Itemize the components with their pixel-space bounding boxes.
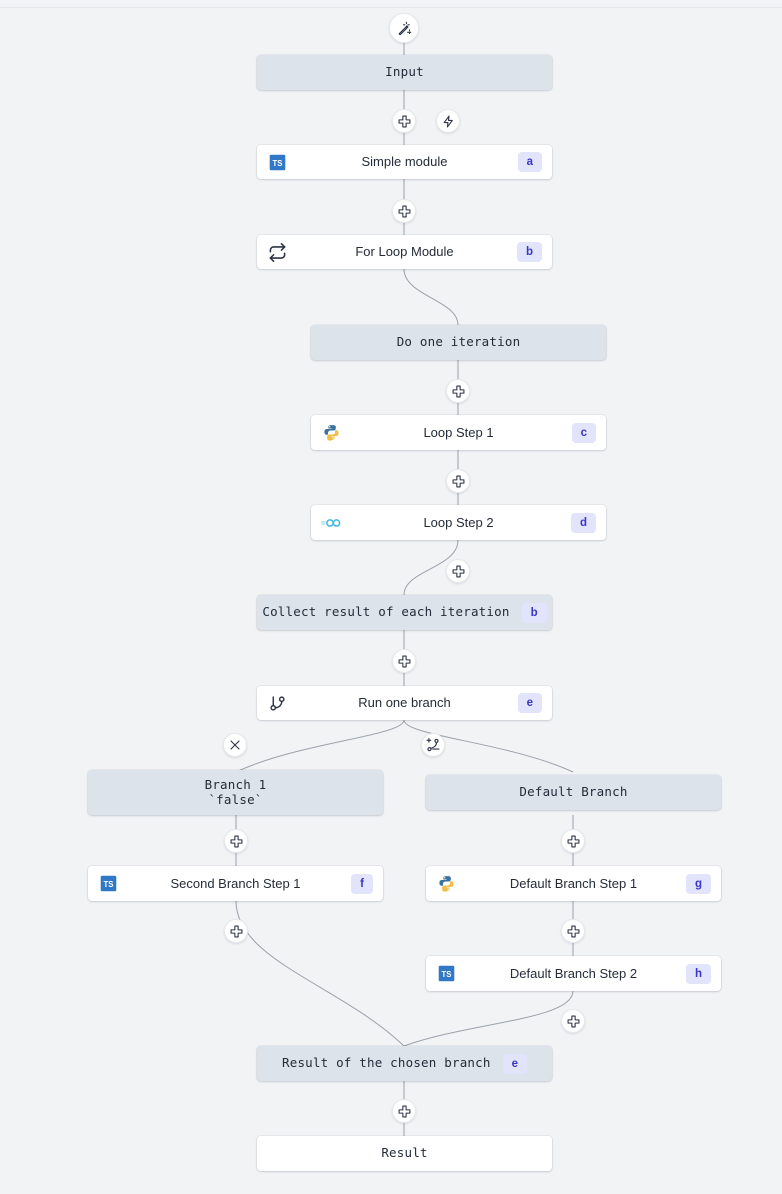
git-branch-icon — [267, 693, 287, 713]
node-collect-result[interactable]: Collect result of each iteration b — [257, 595, 552, 630]
add-step-button[interactable] — [446, 559, 470, 583]
node-run-one-branch[interactable]: Run one branch e — [257, 686, 552, 720]
plus-icon — [398, 205, 410, 217]
go-icon — [321, 513, 341, 533]
add-step-button[interactable] — [392, 649, 416, 673]
magic-wand-icon — [398, 21, 411, 35]
node-badge: e — [502, 1053, 527, 1074]
typescript-icon: TS — [436, 964, 456, 984]
git-branch-plus-icon — [426, 738, 440, 752]
node-loop-step-2[interactable]: Loop Step 2 d — [311, 505, 606, 540]
node-label: Default Branch — [519, 784, 628, 800]
node-loop-step-1[interactable]: Loop Step 1 c — [311, 415, 606, 450]
plus-icon — [452, 385, 464, 397]
node-for-loop-module[interactable]: For Loop Module b — [257, 235, 552, 269]
node-result[interactable]: Result — [257, 1136, 552, 1171]
add-step-button[interactable] — [561, 919, 585, 943]
typescript-icon: TS — [98, 874, 118, 894]
node-label: Input — [385, 64, 424, 80]
add-step-button[interactable] — [561, 1009, 585, 1033]
node-label: Do one iteration — [396, 334, 521, 350]
add-step-button[interactable] — [224, 829, 248, 853]
plus-icon — [230, 835, 242, 847]
node-simple-module[interactable]: TS Simple module a — [257, 145, 552, 179]
magic-wand-button[interactable] — [389, 13, 419, 43]
python-icon — [321, 423, 341, 443]
node-badge: d — [570, 512, 596, 533]
plus-icon — [567, 835, 579, 847]
node-badge: h — [685, 963, 711, 984]
repeat-icon — [267, 242, 287, 262]
node-label: Loop Step 2 — [423, 514, 494, 530]
add-step-button[interactable] — [392, 109, 416, 133]
node-label: Result of the chosen branch — [282, 1055, 491, 1071]
add-step-button[interactable] — [561, 829, 585, 853]
plus-icon — [398, 115, 410, 127]
node-label: Second Branch Step 1 — [170, 875, 301, 891]
node-second-branch-step-1[interactable]: TS Second Branch Step 1 f — [88, 866, 383, 901]
plus-icon — [567, 925, 579, 937]
node-do-one-iteration[interactable]: Do one iteration — [311, 325, 606, 360]
add-step-button[interactable] — [224, 919, 248, 943]
node-badge: b — [516, 242, 542, 262]
node-badge: a — [517, 152, 542, 172]
node-default-branch-step-2[interactable]: TS Default Branch Step 2 h — [426, 956, 721, 991]
add-step-button[interactable] — [392, 1099, 416, 1123]
delete-branch-button[interactable] — [223, 733, 247, 757]
plus-icon — [452, 475, 464, 487]
svg-text:TS: TS — [441, 970, 451, 979]
node-label: Simple module — [361, 154, 448, 170]
node-badge: b — [521, 602, 547, 623]
add-branch-button[interactable] — [421, 733, 445, 757]
node-label: Default Branch Step 1 — [509, 875, 638, 891]
lightning-icon — [443, 115, 453, 127]
plus-icon — [398, 1105, 410, 1117]
plus-icon — [452, 565, 464, 577]
node-label: For Loop Module — [355, 244, 454, 260]
node-label: Default Branch Step 2 — [509, 965, 638, 981]
svg-text:TS: TS — [103, 880, 113, 889]
typescript-icon: TS — [267, 152, 287, 172]
svg-text:TS: TS — [272, 159, 282, 168]
plus-icon — [567, 1015, 579, 1027]
python-icon — [436, 874, 456, 894]
node-label: Collect result of each iteration — [262, 604, 510, 620]
node-input[interactable]: Input — [257, 55, 552, 90]
node-label: Branch 1 `false` — [204, 776, 267, 807]
node-result-of-chosen-branch[interactable]: Result of the chosen branch e — [257, 1046, 552, 1081]
add-step-button[interactable] — [392, 199, 416, 223]
close-icon — [230, 740, 240, 750]
node-badge: g — [685, 873, 711, 894]
node-default-branch-step-1[interactable]: Default Branch Step 1 g — [426, 866, 721, 901]
add-step-button[interactable] — [446, 379, 470, 403]
top-divider — [0, 0, 782, 8]
node-badge: c — [571, 422, 596, 443]
plus-icon — [230, 925, 242, 937]
node-default-branch[interactable]: Default Branch — [426, 775, 721, 810]
node-label: Result — [381, 1145, 428, 1161]
node-badge: f — [351, 873, 373, 894]
node-label: Loop Step 1 — [423, 424, 494, 440]
node-branch-1[interactable]: Branch 1 `false` — [88, 770, 383, 815]
node-badge: e — [517, 693, 542, 713]
plus-icon — [398, 655, 410, 667]
add-step-button[interactable] — [446, 469, 470, 493]
node-label: Run one branch — [358, 695, 451, 711]
add-trigger-button[interactable] — [436, 109, 460, 133]
